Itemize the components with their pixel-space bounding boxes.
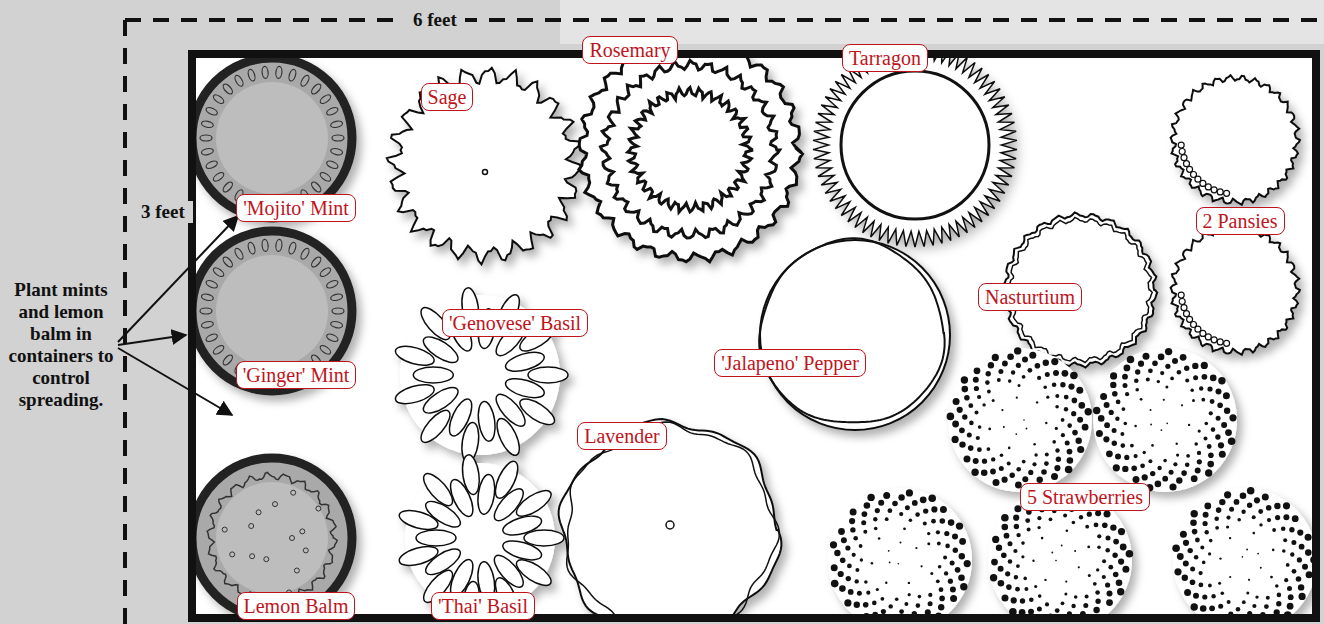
strawberry-plant — [828, 488, 972, 614]
plant-center — [483, 170, 488, 175]
rosemary-ring — [579, 58, 803, 262]
strawberry-plant — [1093, 348, 1237, 492]
plant-label: Rosemary — [582, 36, 677, 64]
plant-name: Lemon Balm — [244, 595, 349, 617]
plant-label: 5 Strawberries — [1020, 483, 1150, 511]
plant-name: 'Mojito' Mint — [243, 197, 349, 219]
plant-label: Sage — [421, 83, 474, 111]
dimension-label: 6 feet — [405, 9, 465, 31]
plant-label: 'Thai' Basil — [431, 592, 535, 620]
plant-name: 'Thai' Basil — [438, 595, 528, 617]
plant-name: Rosemary — [589, 39, 670, 61]
rosemary-ring — [628, 88, 753, 213]
plants — [196, 58, 1312, 614]
plant-label: Lemon Balm — [237, 592, 356, 620]
dimension-label: 3 feet — [133, 201, 193, 223]
plant-name: 'Genovese' Basil — [449, 312, 581, 334]
plant-name: 'Ginger' Mint — [243, 364, 350, 386]
plant-label: 'Jalapeno' Pepper — [714, 349, 866, 377]
plant-name: 5 Strawberries — [1027, 486, 1143, 508]
plant-label: Lavender — [577, 422, 667, 450]
plant-label: 2 Pansies — [1196, 207, 1285, 235]
plant-label: 'Mojito' Mint — [236, 194, 356, 222]
lavender-plant — [559, 419, 782, 614]
plant-container — [196, 231, 352, 391]
strawberry-plant — [947, 347, 1092, 492]
plant-name: 'Jalapeno' Pepper — [721, 352, 859, 374]
plant-container — [196, 458, 352, 614]
plant-label: Nasturtium — [978, 283, 1082, 311]
plant-label: Tarragon — [842, 44, 928, 72]
pansy-plant — [1171, 75, 1300, 205]
plant-label: 'Ginger' Mint — [236, 361, 357, 389]
plant-name: Sage — [428, 86, 467, 108]
height-dimension — [123, 20, 127, 624]
rosemary-ring — [601, 60, 780, 238]
plant-name: 2 Pansies — [1203, 210, 1278, 232]
plant-name: Nasturtium — [985, 286, 1075, 308]
strawberry-plant — [1172, 487, 1312, 614]
pansy-plant — [1171, 225, 1300, 355]
basil-plant — [397, 454, 564, 614]
bed-border — [192, 54, 1316, 618]
width-dimension — [125, 18, 1324, 22]
tarragon-plant — [813, 58, 1017, 247]
sage-plant — [387, 68, 584, 264]
tarragon-core — [841, 71, 989, 219]
plant-label: 'Genovese' Basil — [442, 309, 588, 337]
plant-name: Tarragon — [849, 47, 921, 69]
plant-name: Lavender — [584, 425, 660, 447]
note-text: Plant mints and lemon balm in containers… — [2, 279, 120, 411]
